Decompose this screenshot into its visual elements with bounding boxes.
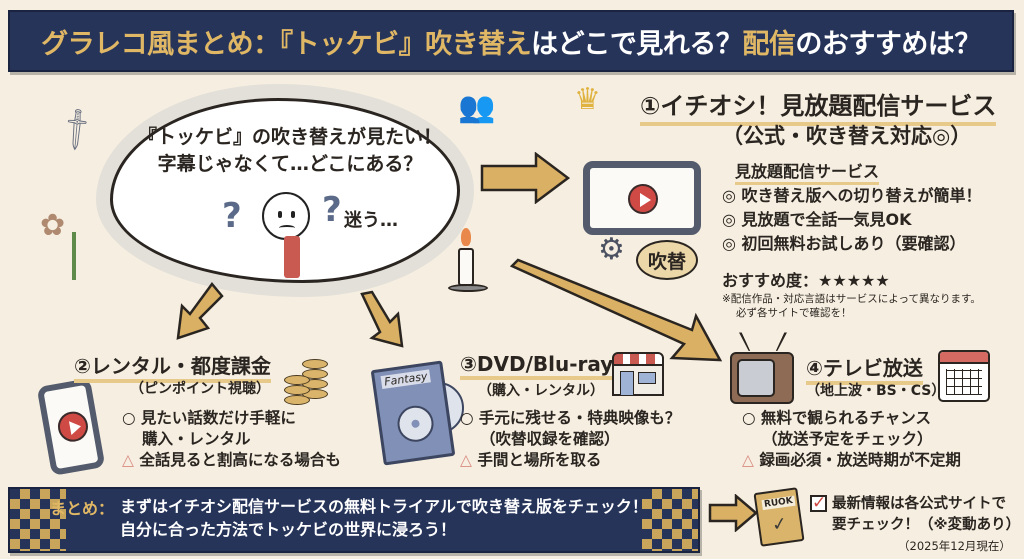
note-line: 必ず各サイトで確認を！ [736, 307, 852, 319]
triangle-icon: △ [742, 451, 754, 469]
section3-title: ③DVD/Blu-ray [460, 352, 614, 380]
silhouette-icon: 👥 [458, 90, 496, 125]
arrow-long-diagonal-icon [510, 258, 722, 362]
con-item: △ 手間と場所を取る [460, 451, 602, 469]
shop-icon [612, 352, 664, 400]
section2-subtitle: （ピンポイント視聴） [130, 381, 270, 397]
recommendation-rating: おすすめ度：★★★★★ [722, 267, 890, 291]
arrow-right-icon [708, 494, 758, 532]
triangle-icon: △ [460, 451, 472, 469]
title-banner: グラレコ風まとめ：『トッケビ』吹き替え はどこで見れる？ 配信 のおすすめは？ [8, 10, 1014, 72]
tv-antenna [739, 332, 787, 351]
question-icon: ? [222, 196, 242, 236]
play-icon [628, 184, 658, 214]
flower-icon: ✿ [40, 208, 66, 243]
title-part-3: 配信 [742, 28, 796, 60]
pro-item-cont: 購入・レンタル [142, 430, 251, 448]
smartphone-icon [36, 377, 106, 477]
arrow-right-icon [480, 152, 570, 204]
flower-stem [72, 232, 76, 280]
crown-icon: ♛ [574, 82, 601, 117]
section2-list: ○ 見たい話数だけ手軽に 購入・レンタル △ 全話見ると割高になる場合も [122, 408, 341, 471]
note-line: ※配信作品・対応言語はサービスによって異なります。 [722, 293, 981, 305]
summary-line-1: まずはイチオシ配信サービスの無料トライアルで吹き替え版をチェック！ [120, 497, 648, 516]
as-of-date: （2025年12月現在） [898, 539, 1011, 553]
latest-info-note: 最新情報は各公式サイトで 要チェック！（※変動あり） [832, 494, 1020, 536]
check-icon: ✓ [770, 513, 789, 536]
section4-subtitle: （地上波・BS・CS） [806, 383, 946, 399]
section3-list: ○ 手元に残せる・特典映像も？ （吹替収録を確認） △ 手間と場所を取る [460, 408, 680, 471]
section2-title: ②レンタル・都度課金 [74, 350, 271, 383]
sword-icon: 🗡 [51, 103, 103, 156]
con-item: △ 録画必須・放送時期が不定期 [742, 451, 961, 469]
candle-flame [461, 228, 471, 246]
title-part-1: グラレコ風まとめ：『トッケビ』吹き替え [41, 28, 532, 60]
book-icon: RUOK ✓ [753, 487, 805, 547]
latest-line-1: 最新情報は各公式サイトで [832, 496, 1006, 512]
checkbox-icon: ✓ [810, 493, 827, 513]
thought-line-1: 『トッケビ』の吹き替えが見たい！ [137, 126, 442, 148]
summary-banner [8, 487, 700, 553]
pro-item-cont: （放送予定をチェック） [762, 430, 933, 448]
section4-list: ○ 無料で観られるチャンス （放送予定をチェック） △ 録画必須・放送時期が不定… [742, 408, 961, 471]
arrow-down-right-icon [360, 290, 404, 348]
latest-line-2: 要チェック！（※変動あり） [832, 517, 1021, 533]
rating-label: おすすめ度： [722, 271, 819, 290]
arrow-down-left-icon [176, 282, 224, 340]
coins-icon [284, 355, 332, 407]
section4-title: ④テレビ放送 [806, 352, 923, 385]
con-item: △ 全話見ると割高になる場合も [122, 451, 341, 469]
scarf [284, 236, 300, 278]
summary-text: まずはイチオシ配信サービスの無料トライアルで吹き替え版をチェック！ 自分に合った… [120, 495, 648, 541]
question-icon: ? [322, 190, 342, 230]
summary-line-2: 自分に合った方法でトッケビの世界に浸ろう！ [120, 520, 457, 539]
list-item: ◎ 吹き替え版への切り替えが簡単！ [722, 186, 982, 205]
tablet-icon [583, 161, 701, 235]
list-item: ◎ 初回無料お試しあり（要確認） [722, 234, 966, 253]
section3-subtitle: （購入・レンタル） [478, 383, 604, 399]
checker-pattern-left [10, 489, 66, 551]
pro-item: ○ 無料で観られるチャンス [742, 409, 931, 427]
title-part-2: はどこで見れる？ [531, 28, 743, 60]
section1-note: ※配信作品・対応言語はサービスによって異なります。 必ず各サイトで確認を！ [722, 292, 981, 320]
confused-person-face [262, 192, 310, 240]
summary-label: まとめ： [50, 499, 115, 518]
title-part-4: のおすすめは？ [795, 28, 981, 60]
section1-subtitle: （公式・吹き替え対応◎） [722, 124, 972, 148]
candle-holder [448, 284, 488, 292]
section1-title: ①イチオシ！見放題配信サービス [640, 86, 997, 126]
candle-icon [458, 248, 474, 286]
play-icon [55, 409, 91, 445]
dvd-case-icon: Fantasy [370, 360, 456, 466]
dvd-label: Fantasy [380, 369, 432, 390]
thought-text: 『トッケビ』の吹き替えが見たい！ 字幕じゃなくて…どこにある？ [130, 124, 450, 178]
mayou-text: 迷う… [344, 210, 398, 231]
star-icons: ★★★★★ [818, 271, 890, 290]
section1-list: ◎ 吹き替え版への切り替えが簡単！ ◎ 見放題で全話一気見OK ◎ 初回無料お試… [722, 184, 982, 256]
pro-item: ○ 見たい話数だけ手軽に [122, 409, 296, 427]
thought-line-2: 字幕じゃなくて…どこにある？ [157, 153, 423, 175]
pro-item: ○ 手元に残せる・特典映像も？ [460, 409, 681, 427]
section1-label: 見放題配信サービス [735, 158, 880, 185]
gear-icon: ⚙ [598, 232, 625, 267]
pro-item-cont: （吹替収録を確認） [480, 430, 620, 448]
calendar-icon [938, 350, 990, 402]
dub-bubble: 吹替 [636, 240, 698, 280]
triangle-icon: △ [122, 451, 134, 469]
tv-icon [730, 352, 794, 404]
checker-pattern-right [642, 489, 698, 551]
list-item: ◎ 見放題で全話一気見OK [722, 210, 912, 229]
book-label: RUOK [761, 495, 796, 511]
